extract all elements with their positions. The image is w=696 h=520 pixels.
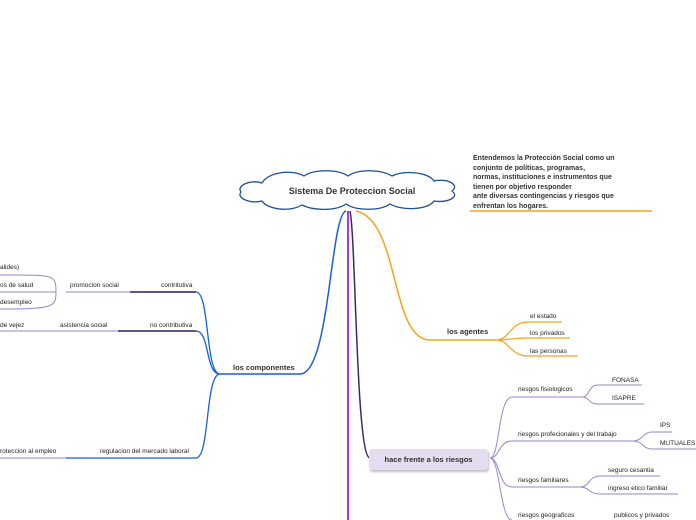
promocion-item-3[interactable]: desempleo	[0, 299, 32, 306]
isapre-node[interactable]: ISAPRE	[612, 395, 636, 402]
agentes-node[interactable]: los agentes	[447, 327, 489, 336]
riesgos-node[interactable]: hace frente a los riesgos	[369, 449, 488, 470]
componentes-node[interactable]: los componentes	[233, 363, 295, 372]
riesgo-fisiologicos[interactable]: riesgos fisiologicos	[518, 386, 573, 393]
promocion-fan	[0, 274, 130, 310]
riesgos-fan	[489, 396, 632, 520]
agentes-fan	[495, 321, 578, 357]
agente-estado[interactable]: el estado	[530, 313, 557, 320]
publicos-privados-node[interactable]: publicos y privados	[614, 512, 670, 519]
agente-personas[interactable]: las personas	[530, 348, 567, 355]
asistencia-node[interactable]: asistencia social	[60, 322, 108, 329]
familiares-fan	[579, 475, 678, 495]
profesionales-fan	[631, 431, 696, 450]
agente-privados[interactable]: los privados	[530, 330, 565, 337]
proteccion-empleo-node[interactable]: roteccion al empleo	[0, 448, 57, 455]
promocion-item-1[interactable]: alides)	[0, 264, 20, 271]
central-cloud-shape[interactable]	[239, 170, 456, 211]
componentes-sub	[66, 291, 221, 459]
riesgos-node-label: hace frente a los riesgos	[384, 455, 473, 464]
riesgo-profesionales[interactable]: riesgos profecionales y del trabajo	[518, 431, 617, 438]
no-contributiva-node[interactable]: no contributiva	[150, 322, 193, 329]
contributiva-node[interactable]: contritutiva	[161, 282, 193, 289]
promocion-item-2[interactable]: os de salud	[0, 282, 34, 289]
componentes-branch	[220, 210, 347, 375]
central-node-label[interactable]: Sistema De Proteccion Social	[288, 186, 416, 196]
mutuales-node[interactable]: MUTUALES	[660, 440, 696, 447]
promocion-node[interactable]: promocion social	[70, 282, 119, 289]
fisiologicos-fan	[581, 384, 644, 405]
agentes-branch	[355, 210, 496, 341]
riesgo-familiares[interactable]: riesgos familiares	[518, 477, 569, 484]
regulacion-node[interactable]: regulacion del mercado laboral	[100, 448, 189, 455]
seguro-cesantia-node[interactable]: seguro cesantia	[608, 467, 654, 474]
ingreso-etico-node[interactable]: ingreso etico familiar	[608, 485, 668, 492]
ips-node[interactable]: IPS	[660, 422, 671, 429]
riesgos-branch	[349, 210, 371, 459]
vejez-node[interactable]: de vejez	[0, 322, 25, 329]
definition-note: Entendemos la Protección Social como un …	[473, 155, 615, 210]
fonasa-node[interactable]: FONASA	[612, 377, 639, 384]
riesgo-geograficos[interactable]: riesgos geograficos	[518, 512, 575, 519]
